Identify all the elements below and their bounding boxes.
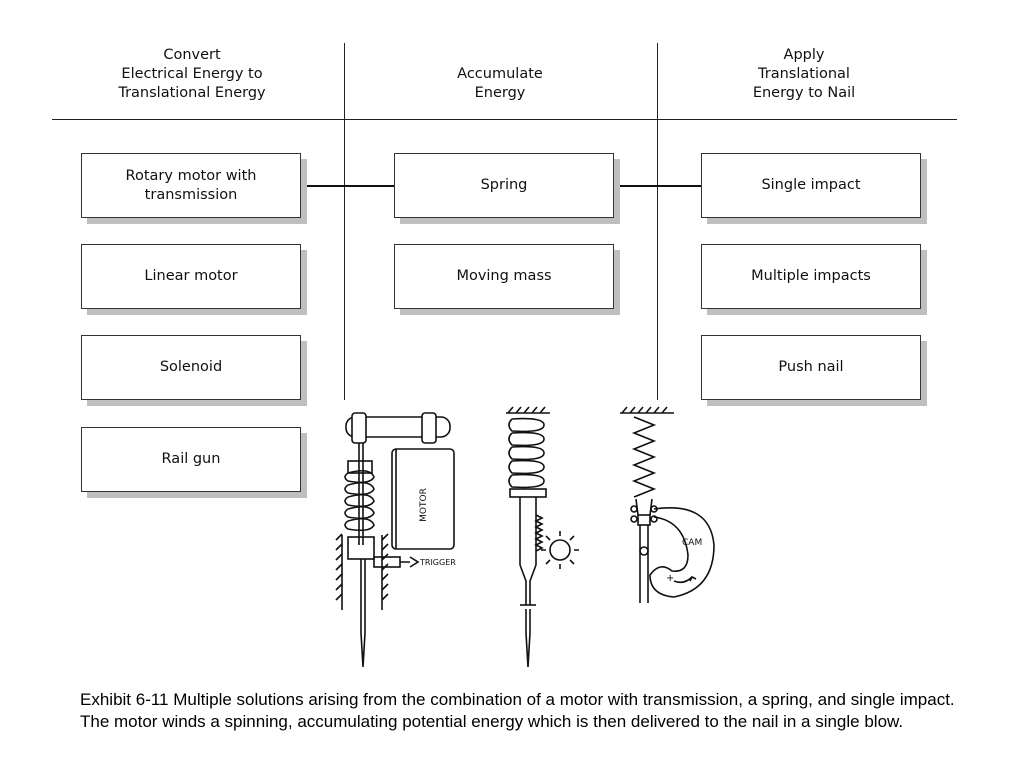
motor-label: MOTOR <box>419 488 429 522</box>
heading-line: Electrical Energy to <box>121 66 263 82</box>
option-rotary-motor: Rotary motor with transmission <box>81 153 301 218</box>
option-moving-mass: Moving mass <box>394 244 614 309</box>
option-label: Single impact <box>761 177 861 193</box>
option-label: transmission <box>144 186 238 203</box>
column-heading-convert: Convert Electrical Energy to Translation… <box>92 46 292 103</box>
sketch-motor-mechanism: MOTOR TRIGGER <box>335 412 456 668</box>
option-linear-motor: Linear motor <box>81 244 301 309</box>
connector-rotary-spring <box>300 185 394 187</box>
column-divider-2 <box>657 43 658 400</box>
sketch-spring-cam: CAM + <box>620 406 715 603</box>
heading-line: Energy to Nail <box>752 85 856 101</box>
heading-line: Energy <box>474 85 526 101</box>
option-label: Push nail <box>778 359 844 375</box>
cam-sign-label: + <box>666 573 674 584</box>
column-divider-1 <box>344 43 345 400</box>
option-label: Rail gun <box>161 451 221 467</box>
column-heading-apply: Apply Translational Energy to Nail <box>714 46 894 103</box>
cam-label: CAM <box>682 538 702 548</box>
option-label: Moving mass <box>456 268 552 284</box>
option-label: Solenoid <box>159 359 223 375</box>
option-label: Multiple impacts <box>751 268 871 284</box>
option-solenoid: Solenoid <box>81 335 301 400</box>
option-label: Spring <box>480 177 528 193</box>
heading-line: Translational Energy <box>118 85 266 101</box>
option-rail-gun: Rail gun <box>81 427 301 492</box>
connector-spring-single-impact <box>612 185 701 187</box>
option-label: Rotary motor with <box>125 167 257 184</box>
heading-line: Convert <box>163 47 221 63</box>
option-single-impact: Single impact <box>701 153 921 218</box>
option-push-nail: Push nail <box>701 335 921 400</box>
figure-caption: Exhibit 6-11 Multiple solutions arising … <box>80 690 955 731</box>
column-heading-accumulate: Accumulate Energy <box>410 65 590 103</box>
option-label: Linear motor <box>144 268 238 284</box>
option-multiple-impacts: Multiple impacts <box>701 244 921 309</box>
heading-line: Accumulate <box>457 66 543 82</box>
option-spring: Spring <box>394 153 614 218</box>
sketch-spring-rack <box>506 406 579 668</box>
heading-line: Apply <box>783 47 825 63</box>
trigger-label: TRIGGER <box>419 558 456 567</box>
header-divider <box>52 119 957 120</box>
heading-line: Translational <box>758 66 850 82</box>
